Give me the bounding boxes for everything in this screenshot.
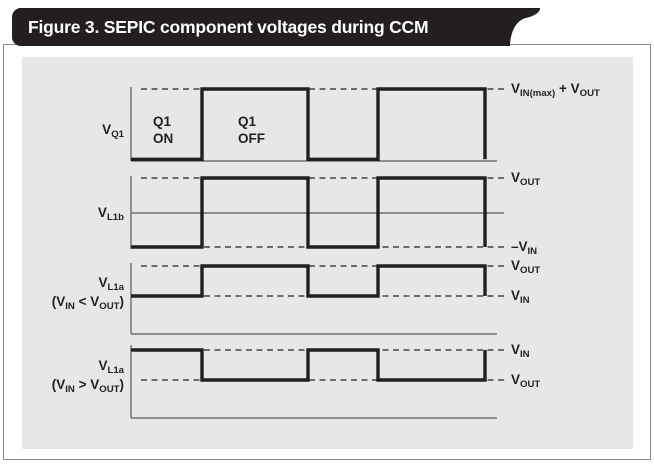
level-label-vl1b-low: –VIN bbox=[511, 239, 538, 257]
level-label-vl1a-gt-high: VIN bbox=[511, 342, 530, 360]
level-label-vl1b-high: VOUT bbox=[511, 170, 541, 188]
axis-label-vq1: VQ1 bbox=[102, 122, 124, 140]
figure-plot-panel bbox=[22, 57, 633, 449]
annotation-q1-on: Q1 ON bbox=[153, 113, 173, 147]
level-label-vl1a-lt-low: VIN bbox=[511, 288, 530, 306]
panel-vq1 bbox=[130, 87, 504, 162]
axis-label-vl1a-vin-lt-vout: VL1a(VIN < VOUT) bbox=[51, 275, 124, 312]
panel-vl1b bbox=[130, 176, 504, 249]
vl1b-waveform bbox=[131, 176, 487, 249]
axis-label-vl1b: VL1b bbox=[97, 205, 124, 223]
vl1a-lt-waveform bbox=[131, 264, 487, 298]
axis-label-vl1a-vin-gt-vout: VL1a(VIN > VOUT) bbox=[51, 358, 124, 395]
panel-vl1a-vin-gt-vout bbox=[130, 345, 504, 419]
level-label-vl1a-gt-low: VOUT bbox=[511, 372, 541, 390]
frame-border-bottom bbox=[3, 459, 651, 460]
figure-title: Figure 3. SEPIC component voltages durin… bbox=[28, 17, 429, 37]
level-label-vq1-high: VIN(max) + VOUT bbox=[511, 80, 600, 99]
annotation-q1-on-line1: Q1 bbox=[153, 114, 172, 129]
level-label-vl1a-lt-high: VOUT bbox=[511, 258, 541, 276]
frame-border-right bbox=[650, 44, 651, 460]
annotation-q1-off: Q1 OFF bbox=[238, 113, 265, 147]
vl1a-gt-waveform bbox=[131, 348, 487, 382]
vq1-waveform bbox=[131, 87, 487, 161]
frame-border-left bbox=[3, 44, 4, 460]
banner-curl-decoration bbox=[510, 8, 540, 46]
annotation-q1-off-line1: Q1 bbox=[238, 114, 257, 129]
annotation-q1-on-line2: ON bbox=[153, 131, 174, 146]
annotation-q1-off-line2: OFF bbox=[238, 131, 265, 146]
panel-vl1a-vin-lt-vout bbox=[130, 263, 504, 335]
figure-title-banner: Figure 3. SEPIC component voltages durin… bbox=[12, 8, 510, 46]
